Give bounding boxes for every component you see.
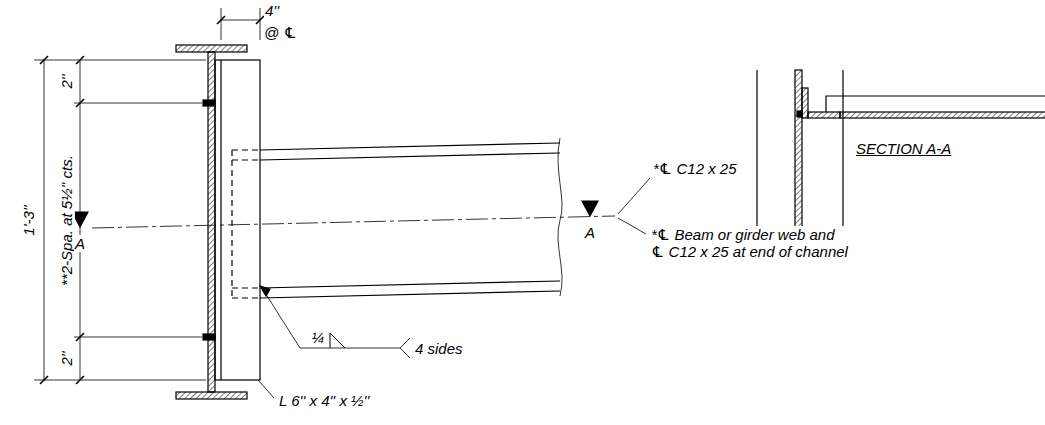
bottom-flange <box>176 392 247 399</box>
section-mark: A <box>74 235 86 252</box>
dimension-text: 1'-3'' <box>20 204 37 236</box>
weld-leader <box>262 288 400 348</box>
dimension-line <box>44 60 45 380</box>
dimension-text: **2-Spa. at 5½'' cts. <box>57 154 74 287</box>
bolt <box>203 100 215 106</box>
bolt <box>797 111 802 117</box>
channel-web <box>840 112 1045 118</box>
extension-line <box>34 60 206 61</box>
top-flange <box>176 45 247 52</box>
leader-line <box>618 218 646 234</box>
leader-line <box>618 178 650 214</box>
weld-size: ¼ <box>311 329 326 346</box>
dimension-ticks <box>40 16 264 384</box>
angle-leg <box>808 112 840 118</box>
fillet-weld-symbol <box>330 333 345 348</box>
note-text: *℄ Beam or girder web and ℄ C12 x 25 at … <box>650 226 852 260</box>
weld-tail <box>400 338 410 358</box>
leader-line <box>258 380 274 398</box>
girder-flange-edge <box>756 70 757 245</box>
extension-line <box>74 103 202 104</box>
angle <box>215 60 260 380</box>
girder-web <box>795 70 802 245</box>
dimension-text: 2'' <box>58 350 75 366</box>
extension-line <box>221 8 222 40</box>
dimension-text: 2'' <box>58 73 75 89</box>
member-label: L 6'' x 4'' x ½'' <box>278 392 370 409</box>
extension-line <box>34 380 206 381</box>
angle-leg-line <box>220 60 221 380</box>
dimension-line <box>221 20 260 21</box>
center-line <box>92 216 615 228</box>
extension-line <box>260 8 261 40</box>
angle-leg <box>802 88 808 118</box>
extension-line <box>74 337 202 338</box>
section-title: SECTION A-A <box>855 140 952 157</box>
channel-flange <box>826 96 1045 112</box>
dimension-text: 4'' <box>264 2 280 19</box>
section-arrow <box>582 201 598 216</box>
arrowhead <box>260 286 270 296</box>
dimension-text: @ ℄ <box>263 24 298 41</box>
bolt <box>203 334 215 340</box>
section-mark: A <box>584 224 596 241</box>
weld-note: 4 sides <box>414 340 464 357</box>
note-text: *℄ C12 x 25 <box>652 160 738 177</box>
